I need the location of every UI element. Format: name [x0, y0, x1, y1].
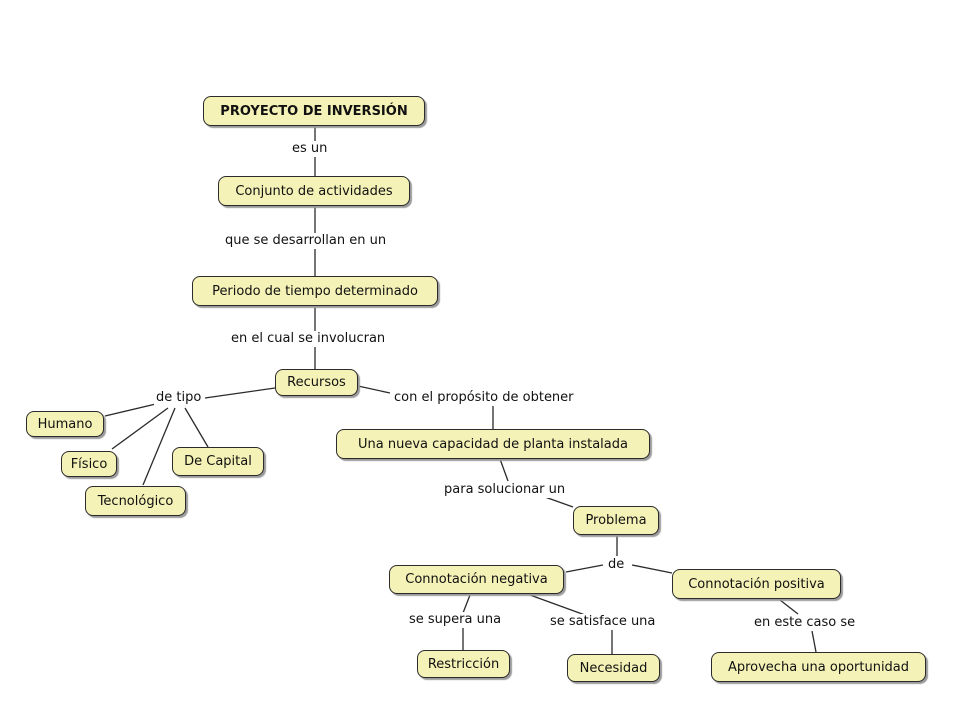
connector — [499, 458, 509, 482]
connector — [357, 385, 391, 394]
link-label-en-el-cual: en el cual se involucran — [229, 331, 388, 347]
connector — [462, 594, 471, 614]
node-necesidad: Necesidad — [567, 654, 660, 682]
link-label-de-tipo: de tipo — [154, 390, 204, 406]
node-problema: Problema — [573, 506, 659, 535]
node-humano: Humano — [26, 411, 104, 437]
link-label-es-un: es un — [290, 141, 330, 157]
link-label-se-satisface: se satisface una — [548, 614, 658, 630]
link-label-de: de — [606, 557, 627, 573]
node-periodo-de-tiempo: Periodo de tiempo determinado — [192, 276, 438, 306]
link-label-se-supera: se supera una — [407, 612, 504, 628]
node-connotacion-positiva: Connotación positiva — [672, 569, 841, 599]
node-proyecto-de-inversion: PROYECTO DE INVERSIÓN — [203, 96, 425, 126]
node-aprovecha-oportunidad: Aprovecha una oportunidad — [711, 652, 926, 682]
connector — [529, 594, 586, 616]
link-label-que-se-desarrollan: que se desarrollan en un — [223, 233, 389, 249]
link-label-para-solucionar: para solucionar un — [442, 482, 568, 498]
node-de-capital: De Capital — [172, 447, 264, 476]
link-label-con-el-proposito: con el propósito de obtener — [392, 390, 576, 406]
connector — [142, 407, 176, 486]
node-connotacion-negativa: Connotación negativa — [389, 565, 564, 594]
connector — [631, 564, 673, 574]
node-tecnologico: Tecnológico — [85, 486, 186, 516]
connector — [111, 407, 169, 450]
connector — [104, 402, 161, 417]
connector — [565, 564, 604, 573]
connector — [779, 599, 799, 615]
connector — [184, 407, 209, 448]
node-nueva-capacidad: Una nueva capacidad de planta instalada — [336, 429, 650, 459]
connector — [204, 387, 276, 399]
node-conjunto-de-actividades: Conjunto de actividades — [218, 176, 410, 206]
connector — [544, 496, 574, 508]
node-recursos: Recursos — [275, 369, 358, 396]
link-label-en-este-caso: en este caso se — [752, 615, 858, 631]
connector — [811, 630, 817, 653]
node-fisico: Físico — [61, 451, 117, 477]
node-restriccion: Restricción — [417, 650, 510, 678]
